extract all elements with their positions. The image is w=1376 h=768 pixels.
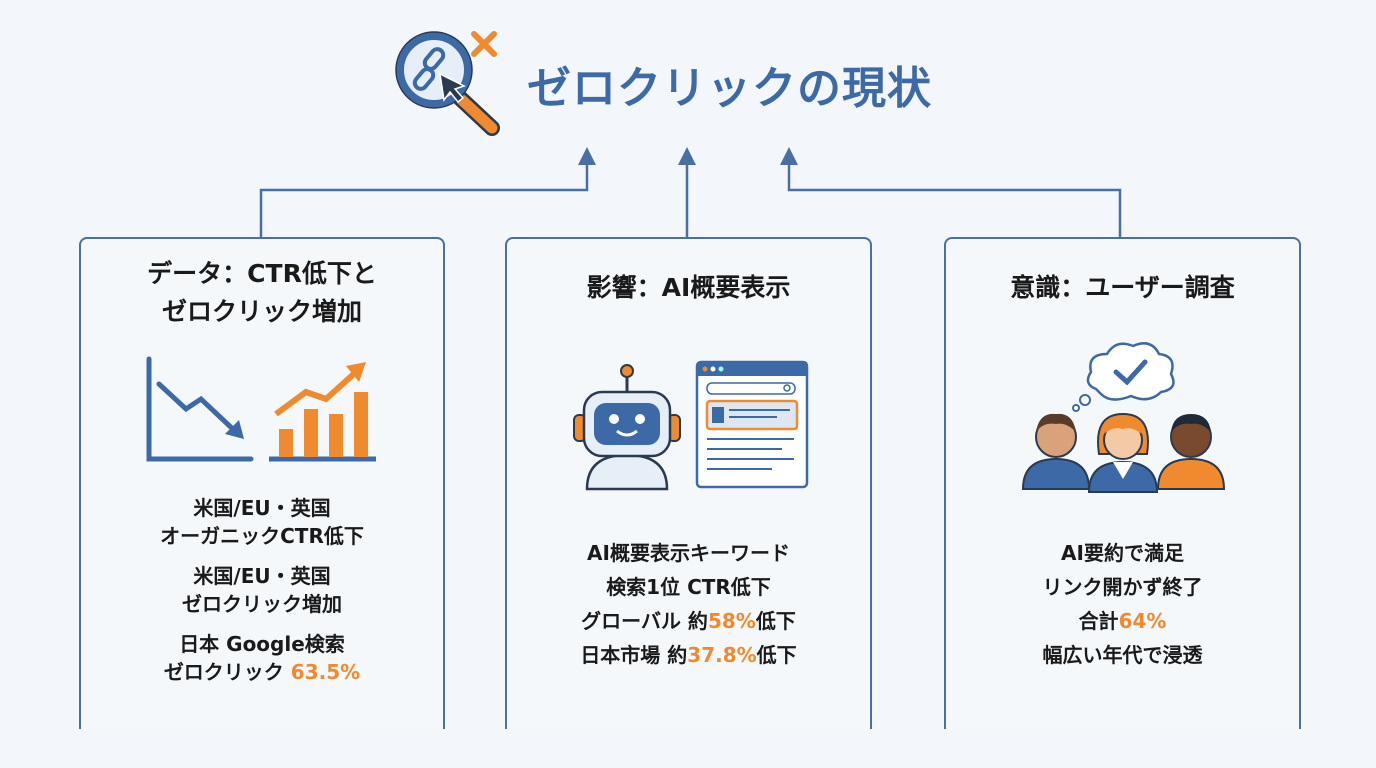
highlight-value: 58% xyxy=(707,609,756,633)
text-line: ゼロクリック増加 xyxy=(182,592,342,616)
highlight-value: 63.5% xyxy=(290,660,361,684)
text-line: 日本 Google検索 xyxy=(179,632,345,656)
text-line: リンク開かず終了 xyxy=(1042,575,1203,599)
highlight-value: 37.8% xyxy=(687,643,757,667)
card-impact: 影響：AI概要表示 AI概要表示キーワード 検索1位 CTR低下 グローバル 約… xyxy=(505,237,872,729)
text-line: 幅広い年代で浸透 xyxy=(1042,643,1203,667)
arrow-up-icon xyxy=(578,147,596,165)
text-line: 米国/EU・英国 xyxy=(193,496,331,520)
users-thought-check-icon xyxy=(1021,342,1226,493)
arrow-up-icon xyxy=(780,147,798,165)
connector-left xyxy=(259,162,589,237)
text-line: AI概要表示キーワード xyxy=(587,541,790,565)
card-impact-text: AI概要表示キーワード 検索1位 CTR低下 グローバル 約58%低下 日本市場… xyxy=(507,539,870,669)
text-line: 検索1位 CTR低下 xyxy=(606,575,771,599)
card-heading: 意識：ユーザー調査 xyxy=(1010,273,1235,302)
card-awareness-text: AI要約で満足 リンク開かず終了 合計64% 幅広い年代で浸透 xyxy=(946,539,1299,669)
text-line: 米国/EU・英国 xyxy=(193,564,331,588)
card-data: データ：CTR低下とゼロクリック増加 米国/EU・英国 オーガニックCTR低下 … xyxy=(79,237,445,729)
connector-right xyxy=(787,162,1122,237)
text-line: 日本市場 約37.8%低下 xyxy=(580,643,797,667)
card-heading: データ：CTR低下とゼロクリック増加 xyxy=(147,259,377,326)
card-data-text: 米国/EU・英国 オーガニックCTR低下 米国/EU・英国 ゼロクリック増加 日… xyxy=(81,494,443,686)
text-line: オーガニックCTR低下 xyxy=(160,524,364,548)
card-heading: 影響：AI概要表示 xyxy=(586,273,791,302)
magnifier-broken-link-icon xyxy=(395,31,500,136)
text-line: グローバル 約58%低下 xyxy=(581,609,796,633)
text-line: AI要約で満足 xyxy=(1061,541,1184,565)
robot-and-search-page-icon xyxy=(573,360,809,491)
highlight-value: 64% xyxy=(1118,609,1167,633)
text-line: 合計64% xyxy=(1078,609,1167,633)
card-awareness: 意識：ユーザー調査 AI要約で満足 リンク開かず終了 合計64% 幅広い年代で浸… xyxy=(944,237,1301,729)
page-title: ゼロクリックの現状 xyxy=(527,63,932,114)
line-down-bar-up-chart-icon xyxy=(146,356,376,462)
text-line: ゼロクリック 63.5% xyxy=(163,660,361,684)
arrow-up-icon xyxy=(678,147,696,165)
